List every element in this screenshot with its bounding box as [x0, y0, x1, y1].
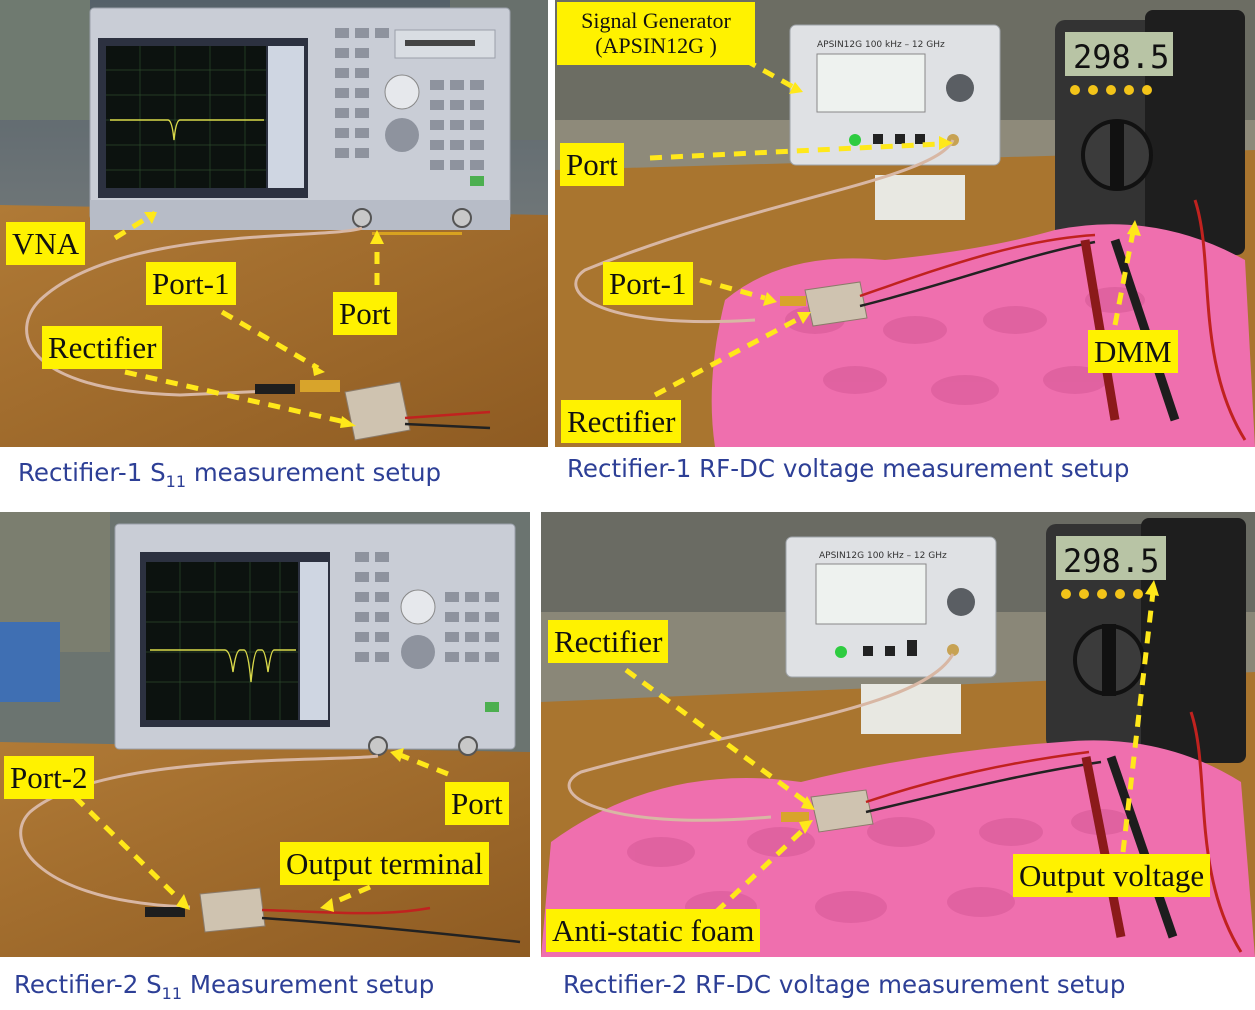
port-1-label: Port-1 — [146, 262, 236, 305]
panel-bottom-right: APSIN12G 100 kHz – 12 GHz 298.5 — [541, 512, 1255, 957]
caption-top-right: Rectifier-1 RF-DC voltage measurement se… — [567, 454, 1130, 483]
port-2-label: Port-2 — [4, 756, 94, 799]
caption-bottom-right: Rectifier-2 RF-DC voltage measurement se… — [563, 970, 1126, 999]
anti-static-foam-label: Anti-static foam — [546, 909, 761, 952]
port-1-label: Port-1 — [603, 262, 693, 305]
vna-setup-photo-2 — [0, 512, 530, 957]
output-voltage-label: Output voltage — [1013, 854, 1211, 897]
signal-generator-setup-photo: APSIN12G 100 kHz – 12 GHz 298.5 — [555, 0, 1255, 447]
panel-bottom-left: Port-2 Port Output terminal — [0, 512, 530, 957]
siggen-model-text: APSIN12G 100 kHz – 12 GHz — [817, 40, 945, 50]
output-terminal-label: Output terminal — [280, 842, 490, 885]
caption-top-left: Rectifier-1 S11 measurement setup — [18, 458, 442, 491]
rectifier-label: Rectifier — [548, 620, 669, 663]
rectifier-label: Rectifier — [42, 326, 163, 369]
siggen-model-text: APSIN12G 100 kHz – 12 GHz — [819, 551, 947, 561]
panel-top-right: APSIN12G 100 kHz – 12 GHz 298.5 — [555, 0, 1255, 447]
port-label: Port — [445, 782, 509, 825]
caption-bottom-left: Rectifier-2 S11 Measurement setup — [14, 970, 435, 1003]
port-label: Port — [560, 143, 624, 186]
dmm-reading: 298.5 — [1063, 542, 1159, 580]
port-label: Port — [333, 292, 397, 335]
signal-generator-label: Signal Generator (APSIN12G ) — [557, 2, 755, 65]
dmm-reading: 298.5 — [1073, 38, 1169, 76]
rectifier-label: Rectifier — [561, 400, 682, 443]
panel-top-left: VNA Port-1 Port Rectifier — [0, 0, 548, 447]
vna-label: VNA — [6, 222, 86, 265]
dmm-label: DMM — [1088, 330, 1178, 373]
